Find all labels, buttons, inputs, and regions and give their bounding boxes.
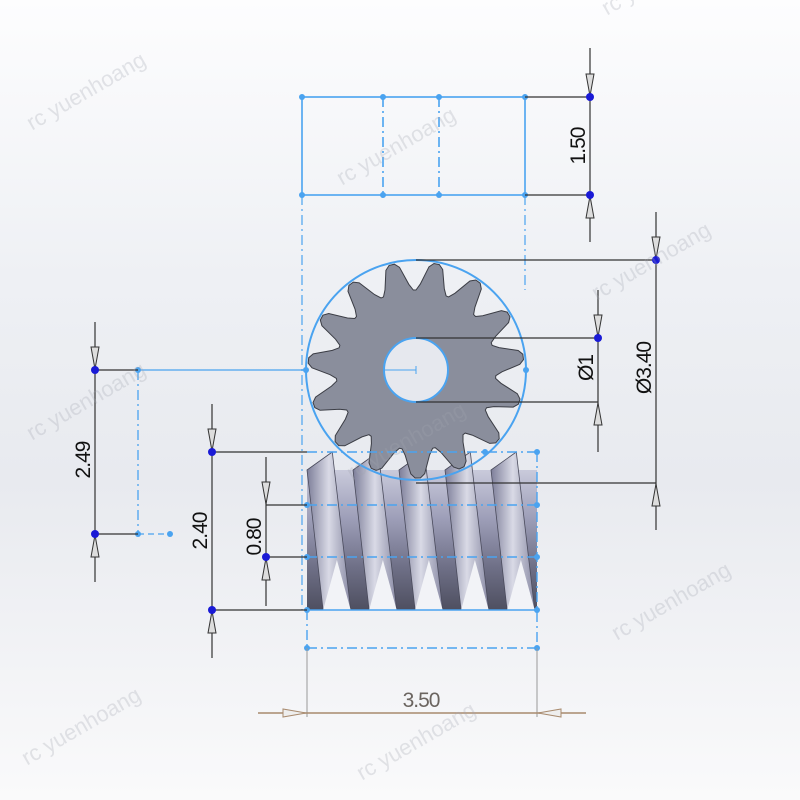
dimension-worm-length[interactable]: 3.50 xyxy=(258,648,586,718)
arrow-up-icon xyxy=(651,483,661,507)
center-distance-sketch[interactable] xyxy=(135,367,306,537)
arrow-down-icon xyxy=(651,236,661,260)
arrow-up-icon xyxy=(90,534,100,558)
dimension-center-distance[interactable]: 2.49 xyxy=(72,322,138,582)
arrow-up-icon xyxy=(207,610,217,634)
dimension-point[interactable] xyxy=(586,93,594,101)
arrow-down-icon xyxy=(585,73,595,97)
worm-shaft[interactable] xyxy=(306,451,537,611)
arrow-left-icon xyxy=(537,708,562,718)
dimension-gear-diameter[interactable]: Ø3.40 xyxy=(416,212,661,530)
dim-text-bore[interactable]: Ø1 xyxy=(575,355,598,381)
gear-side-view-sketch[interactable] xyxy=(299,94,528,610)
arrow-right-icon xyxy=(282,708,307,718)
worm-gear[interactable] xyxy=(303,259,529,481)
dim-text-2-40[interactable]: 2.40 xyxy=(189,512,212,549)
arrow-up-icon xyxy=(593,402,603,426)
dim-text-3-40[interactable]: Ø3.40 xyxy=(633,342,656,395)
dimension-point[interactable] xyxy=(586,191,594,199)
dim-text-2-49[interactable]: 2.49 xyxy=(72,441,95,478)
dimension-worm-root[interactable]: 0.80 xyxy=(243,457,307,606)
dimension-gear-thickness[interactable]: 1.50 xyxy=(525,48,595,242)
arrow-up-icon xyxy=(585,195,595,219)
arrow-down-icon xyxy=(593,314,603,338)
dimension-worm-diameter[interactable]: 2.40 xyxy=(189,404,307,658)
arrow-down-icon xyxy=(90,346,100,370)
dim-text-1-50[interactable]: 1.50 xyxy=(567,127,590,164)
dim-text-0-80[interactable]: 0.80 xyxy=(243,518,266,555)
worm-sketch[interactable] xyxy=(304,449,540,651)
arrow-down-icon xyxy=(261,481,271,505)
dimension-bore-diameter[interactable]: Ø1 xyxy=(416,290,603,452)
dim-text-3-50[interactable]: 3.50 xyxy=(403,689,441,712)
arrow-down-icon xyxy=(207,428,217,452)
arrow-up-icon xyxy=(261,557,271,581)
